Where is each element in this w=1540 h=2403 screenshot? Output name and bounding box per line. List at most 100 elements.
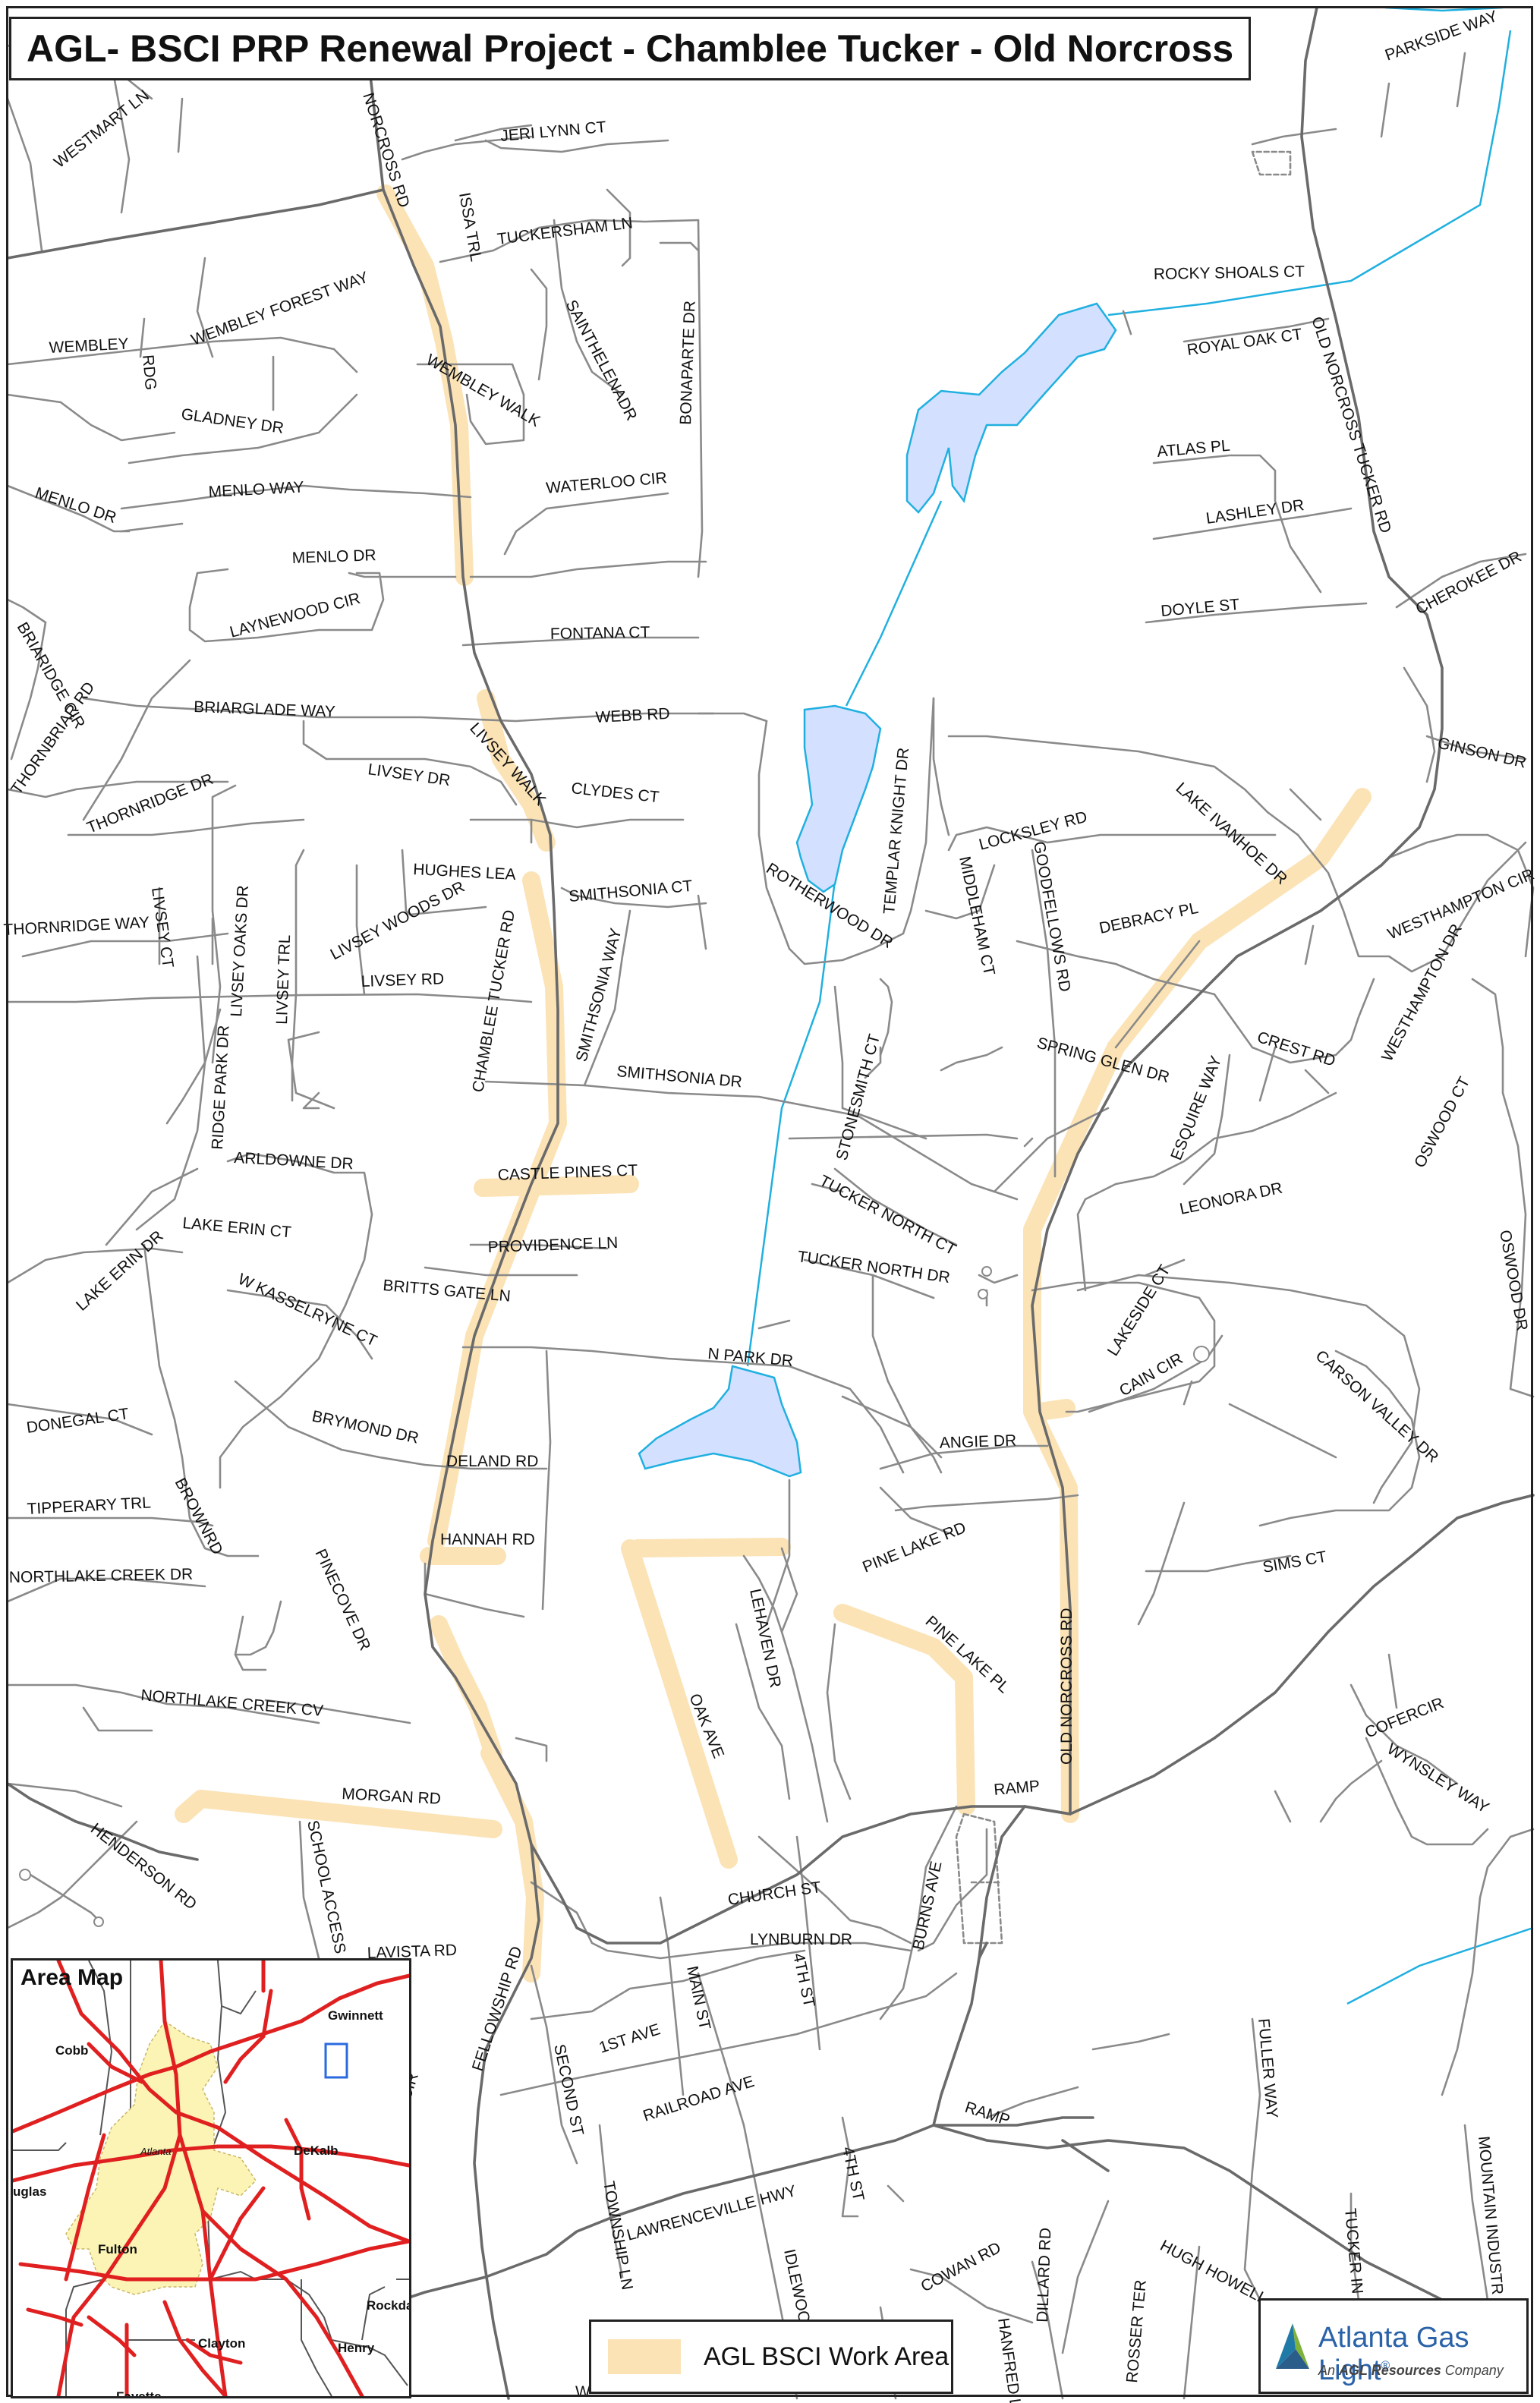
street-label-cain-cir: CAIN CIR (1116, 1350, 1186, 1400)
logo-company-name-text: Atlanta Gas Light (1318, 2322, 1469, 2386)
atlanta-gas-light-logo: Atlanta Gas Light® An AGL Resources Comp… (1258, 2298, 1529, 2394)
street-label-lake-erin-ct: LAKE ERIN CT (182, 1214, 292, 1241)
street-label-deland-rd: DELAND RD (446, 1453, 538, 1470)
page-title: AGL- BSCI PRP Renewal Project - Chamblee… (27, 27, 1234, 70)
area-map-labels: Gwinnett Cobb Atlanta DeKalb uglas Fulto… (13, 2008, 409, 2396)
street-label-oswood-ct: OSWOOD CT (1411, 1074, 1473, 1170)
legend-work-area-label: AGL BSCI Work Area (704, 2342, 950, 2371)
street-label-waterloo-cir: WATERLOO CIR (545, 469, 667, 497)
area-map-svg: Gwinnett Cobb Atlanta DeKalb uglas Fulto… (13, 1961, 409, 2396)
street-label-lakeside-ct: LAKESIDE CT (1104, 1262, 1174, 1359)
street-label-tuckersham-ln: TUCKERSHAM LN (496, 214, 634, 248)
street-label-fellowship-rd: FELLOWSHIP RD (469, 1945, 526, 2074)
street-label-w-bottom: W (575, 2383, 590, 2401)
street-label-templar-knight-dr: TEMPLAR KNIGHT DR (880, 747, 912, 915)
street-label-saint-helena-dr: SAINTHELENADR (562, 298, 641, 424)
area-map-title: Area Map (20, 1965, 124, 1990)
street-label-northlake-creek-cv: NORTHLAKE CREEK CV (140, 1687, 324, 1720)
street-label-tipperary-trl: TIPPERARY TRL (27, 1494, 151, 1518)
street-label-livsey-dr: LIVSEY DR (367, 761, 451, 789)
street-label-issa-trl: ISSA TRL (455, 191, 485, 263)
street-label-menlo-dr-2: MENLO DR (291, 546, 376, 567)
area-label-clayton: Clayton (198, 2336, 245, 2351)
street-label-mountain-industr: MOUNTAIN INDUSTR (1475, 2135, 1506, 2295)
street-label-fontana-ct: FONTANA CT (550, 624, 650, 643)
atlanta-city-area (65, 2020, 257, 2295)
street-label-wembley: WEMBLEY (49, 335, 129, 357)
highways (13, 1961, 409, 2396)
water-bodies (638, 302, 1117, 1478)
lake-north (905, 302, 1117, 514)
lake-middle (795, 704, 882, 893)
legend-work-area-swatch (608, 2339, 681, 2374)
street-label-ridge-park-dr: RIDGE PARK DR (209, 1025, 233, 1150)
logo-subtitle-strong: AGL Resources (1339, 2363, 1441, 2378)
street-label-w-kasselryne-ct: W KASSELRYNE CT (235, 1271, 379, 1350)
street-label-burns-ave: BURNS AVE (909, 1860, 945, 1951)
street-label-hannah-rd: HANNAH RD (440, 1531, 535, 1548)
street-label-parkside-way: PARKSIDE WAY (1383, 8, 1500, 65)
street-label-old-norcross-rd: OLD NORCROSS RD (1058, 1608, 1075, 1765)
street-label-smithsonia-ct: SMITHSONIA CT (568, 877, 693, 905)
street-label-rdg: RDG (139, 354, 159, 390)
street-label-carson-valley-dr: CARSON VALLEY DR (1312, 1347, 1442, 1466)
street-label-clydes-ct: CLYDES CT (570, 779, 660, 806)
street-label-dillard-rd: DILLARD RD (1034, 2228, 1054, 2323)
logo-company-name: Atlanta Gas Light® (1318, 2322, 1526, 2387)
street-label-providence-ln: PROVIDENCE LN (487, 1234, 618, 1256)
major-roads (6, 6, 1535, 2400)
street-label-lake-erin-dr: LAKE ERIN DR (73, 1227, 167, 1315)
street-label-sims-ct: SIMS CT (1261, 1548, 1328, 1576)
street-label-n-park-dr: N PARK DR (707, 1345, 794, 1370)
area-label-douglas: uglas (13, 2184, 46, 2199)
area-label-henry: Henry (338, 2341, 375, 2355)
street-label-lake-ivanhoe-dr: LAKE IVANHOE DR (1173, 779, 1291, 888)
street-label-goodfellows-rd: GOODFELLOWS RD (1030, 840, 1074, 994)
project-locator (324, 2042, 348, 2079)
street-label-tucker-in: TUCKER IN (1341, 2207, 1366, 2294)
street-label-cherokee-dr: CHEROKEE DR (1413, 548, 1525, 619)
street-label-rosser-ter: ROSSER TER (1123, 2279, 1150, 2384)
logo-trademark: ® (1381, 2359, 1390, 2373)
street-label-angie-dr: ANGIE DR (939, 1431, 1016, 1452)
street-label-lawrenceville-hwy: LAWRENCEVILLE HWY (625, 2182, 798, 2244)
street-label-royal-oak-ct: ROYAL OAK CT (1186, 326, 1303, 359)
street-label-church-st: CHURCH ST (726, 1879, 822, 1909)
street-label-brymond-dr: BRYMOND DR (310, 1407, 420, 1447)
street-label-brown-rd: BROWNRD (172, 1475, 226, 1558)
area-label-fulton: Fulton (98, 2242, 137, 2257)
street-label-cofer-cir: COFERCIR (1362, 1694, 1446, 1741)
street-label-old-norcross-tucker-rd: OLD NORCROSS TUCKER RD (1308, 314, 1394, 535)
street-label-menlo-dr-1: MENLO DR (33, 484, 118, 527)
area-label-atlanta: Atlanta (140, 2146, 171, 2157)
street-label-webb-rd: WEBB RD (595, 705, 670, 726)
street-label-arldowne-dr: ARLDOWNE DR (234, 1149, 354, 1173)
street-label-oswood-dr: OSWOOD DR (1496, 1229, 1531, 1332)
street-label-pine-lake-rd-1: PINE LAKE RD (860, 1519, 968, 1576)
street-label-livsey-ct: LIVSEY CT (148, 886, 177, 968)
street-label-wembley-walk: WEMBLEY WALK (424, 351, 543, 430)
street-label-cowan-rd: COWAN RD (918, 2239, 1004, 2296)
area-label-gwinnett: Gwinnett (328, 2008, 383, 2023)
streams (746, 6, 1534, 2005)
area-map-inset: Gwinnett Cobb Atlanta DeKalb uglas Fulto… (11, 1958, 411, 2398)
street-label-wynsley-way: WYNSLEY WAY (1384, 1740, 1491, 1817)
street-label-livsey-trl: LIVSEY TRL (273, 934, 294, 1025)
minor-roads (6, 44, 1535, 2400)
street-label-idlewoo: IDLEWOO (780, 2247, 813, 2325)
street-label-livsey-rd: LIVSEY RD (361, 970, 444, 990)
street-label-morgan-rd: MORGAN RD (342, 1785, 442, 1808)
area-label-dekalb: DeKalb (294, 2143, 339, 2158)
street-label-smithsonia-dr: SMITHSONIA DR (616, 1063, 743, 1091)
street-label-bonaparte-dr: BONAPARTE DR (677, 301, 699, 425)
street-label-jeri-lynn-ct: JERI LYNN CT (499, 118, 606, 145)
street-label-westmart-ln: WESTMART LN (51, 87, 153, 172)
street-label-henderson-rd: HENDERSON RD (87, 1820, 200, 1913)
street-label-school-access: SCHOOL ACCESS (304, 1819, 349, 1955)
street-label-tucker-north-ct: TUCKER NORTH CT (817, 1172, 959, 1258)
street-label-livsey-oaks-dr: LIVSEY OAKS DR (228, 885, 252, 1017)
street-label-doyle-st: DOYLE ST (1160, 596, 1240, 620)
street-label-hughes-lea: HUGHES LEA (413, 861, 516, 883)
street-label-pinecove-dr: PINECOVE DR (311, 1546, 373, 1653)
